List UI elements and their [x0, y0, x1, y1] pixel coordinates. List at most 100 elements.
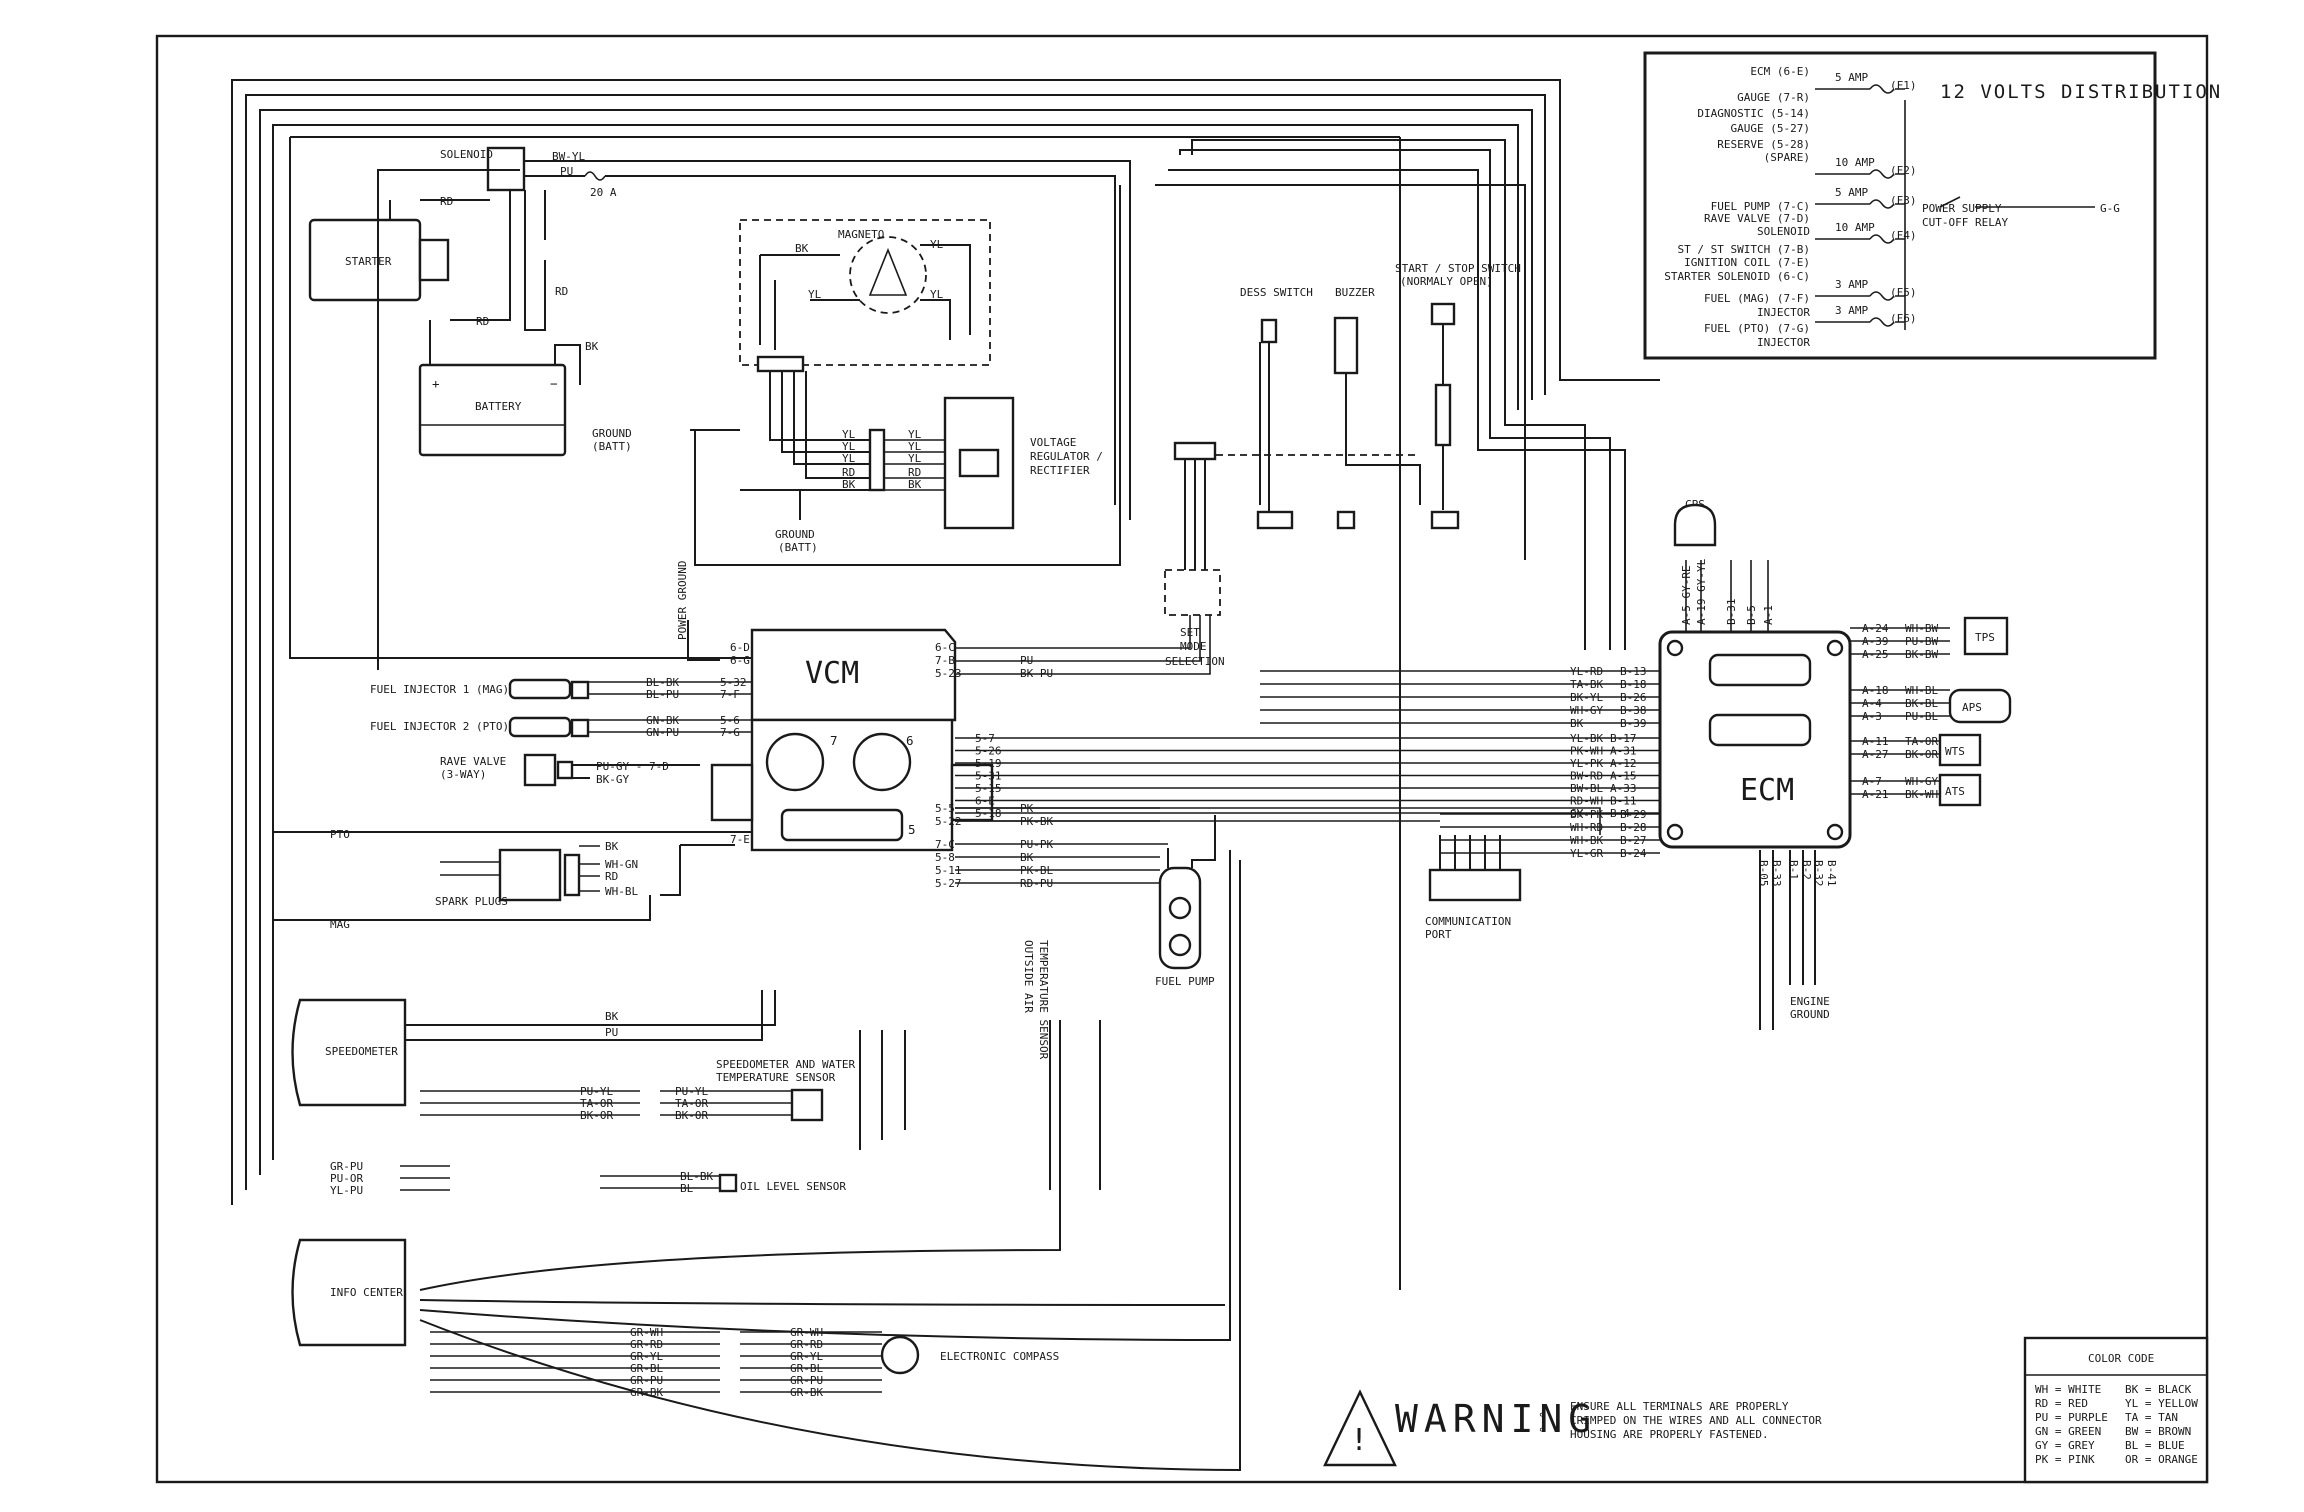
relay-label: POWER SUPPLY: [1922, 202, 2002, 215]
magneto-box: [739, 219, 991, 366]
svg-text:SELECTION: SELECTION: [1165, 655, 1225, 668]
svg-text:APS: APS: [1962, 701, 1982, 714]
fuse-rating: 5 AMP: [1835, 186, 1868, 199]
regulator-wire-in: BK: [842, 478, 856, 491]
warning-title: WARNING: [1395, 1397, 1597, 1441]
color-code-entry: GY = GREY: [2035, 1439, 2095, 1452]
info-wire: PU-OR: [330, 1172, 363, 1185]
svg-text:BW-YL: BW-YL: [552, 150, 585, 163]
svg-text:TEMPERATURE SENSOR: TEMPERATURE SENSOR: [1037, 940, 1050, 1060]
spark-wire: WH-GN: [605, 858, 638, 871]
color-code-entry: GN = GREEN: [2035, 1425, 2101, 1438]
distribution-line: (SPARE): [1764, 151, 1810, 164]
svg-text:(BATT): (BATT): [592, 440, 632, 453]
regulator-wire-in: RD: [842, 466, 855, 479]
distribution-line: GAUGE (7-R): [1737, 91, 1810, 104]
svg-text:GROUND: GROUND: [775, 528, 815, 541]
ecm-bottom-pin: B-33: [1770, 860, 1783, 887]
svg-text:COMMUNICATION: COMMUNICATION: [1425, 915, 1511, 928]
distribution-line: FUEL PUMP (7-C): [1711, 200, 1810, 213]
vcm-label: VCM: [805, 656, 859, 691]
injector2-label: FUEL INJECTOR 2 (PTO): [370, 720, 509, 733]
color-code-entry: YL = YELLOW: [2125, 1397, 2198, 1410]
switches: DESS SWITCH BUZZER START / STOP SWITCH (…: [1164, 262, 1521, 668]
magneto-label: MAGNETO: [838, 228, 884, 241]
svg-text:RD: RD: [555, 285, 568, 298]
color-code-entry: WH = WHITE: [2035, 1383, 2101, 1396]
distribution-title: 12 VOLTS DISTRIBUTION: [1940, 81, 2222, 103]
svg-text:MAG: MAG: [330, 918, 350, 931]
svg-text:POWER GROUND: POWER GROUND: [676, 561, 689, 640]
svg-text:YL: YL: [930, 288, 944, 301]
svg-text:DESS SWITCH: DESS SWITCH: [1240, 286, 1313, 299]
svg-text:(NORMALY OPEN): (NORMALY OPEN): [1400, 275, 1493, 288]
battery: [418, 363, 567, 457]
battery-label: BATTERY: [475, 400, 522, 413]
ecm-bottom-pin: B-32: [1812, 860, 1825, 887]
ecm-bottom-pin: B-1: [1787, 860, 1800, 880]
color-code-entry: OR = ORANGE: [2125, 1453, 2198, 1466]
svg-text:PU-GY - 7-D: PU-GY - 7-D: [596, 760, 669, 773]
regulator-wire-in: YL: [842, 452, 856, 465]
svg-text:6: 6: [906, 733, 914, 748]
svg-text:TEMPERATURE SENSOR: TEMPERATURE SENSOR: [716, 1071, 836, 1084]
svg-text:ELECTRONIC COMPASS: ELECTRONIC COMPASS: [940, 1350, 1059, 1363]
ecm-label: ECM: [1740, 773, 1794, 808]
vcm-low-pin: 7-C: [935, 838, 955, 851]
fuse-rating: 10 AMP: [1835, 156, 1875, 169]
svg-text:FUEL PUMP: FUEL PUMP: [1155, 975, 1215, 988]
svg-text:RAVE VALVE: RAVE VALVE: [440, 755, 506, 768]
svg-text:RECTIFIER: RECTIFIER: [1030, 464, 1090, 477]
svg-text:OUTSIDE AIR: OUTSIDE AIR: [1022, 940, 1035, 1013]
info-wire: GR-PU: [330, 1160, 363, 1173]
svg-text:MODE: MODE: [1180, 640, 1207, 653]
svg-text:ENSURE ALL TERMINALS ARE PROPE: ENSURE ALL TERMINALS ARE PROPERLY: [1570, 1400, 1789, 1413]
diagram-frame: [155, 34, 2209, 1484]
ecm-bottom-pin: B-41: [1825, 860, 1838, 887]
distribution-line: RESERVE (5-28): [1717, 138, 1810, 151]
distribution-line: SOLENOID: [1757, 225, 1810, 238]
distribution-line: INJECTOR: [1757, 336, 1810, 349]
regulator-wire-out: RD: [908, 466, 921, 479]
distribution-line: GAUGE (5-27): [1731, 122, 1810, 135]
spark-wire: WH-BL: [605, 885, 638, 898]
svg-text:BK: BK: [585, 340, 599, 353]
ecm-bottom-pin: B-05: [1757, 860, 1770, 887]
distribution-line: INJECTOR: [1757, 306, 1810, 319]
fuse-rating: 10 AMP: [1835, 221, 1875, 234]
svg-text:PU: PU: [560, 165, 573, 178]
svg-text:ATS: ATS: [1945, 785, 1965, 798]
regulator-wire-in: YL: [842, 440, 856, 453]
svg-text:!: !: [1350, 1423, 1368, 1458]
distribution-line: RAVE VALVE (7-D): [1704, 212, 1810, 225]
svg-text:BK-GY: BK-GY: [596, 773, 629, 786]
svg-text:CRIMPED ON THE WIRES AND ALL C: CRIMPED ON THE WIRES AND ALL CONNECTOR: [1570, 1414, 1822, 1427]
svg-text:BUZZER: BUZZER: [1335, 286, 1375, 299]
color-code-entry: BK = BLACK: [2125, 1383, 2192, 1396]
color-code-entry: TA = TAN: [2125, 1411, 2178, 1424]
communication-port: COMMUNICATION PORT: [1425, 835, 1522, 941]
fuel-pump: FUEL PUMP: [1155, 815, 1216, 988]
distribution-panel: 12 VOLTS DISTRIBUTION ECM (6-E)GAUGE (7-…: [1643, 51, 2222, 360]
svg-text:VOLTAGE: VOLTAGE: [1030, 436, 1076, 449]
svg-text:PTO: PTO: [330, 828, 350, 841]
regulator-wire-in: YL: [842, 428, 856, 441]
vcm-low-pin: 5-11: [935, 864, 962, 877]
vcm-pin: 7-B: [935, 654, 955, 667]
svg-text:YL: YL: [930, 238, 944, 251]
distribution-line: ST / ST SWITCH (7-B): [1678, 243, 1810, 256]
svg-text:(BATT): (BATT): [778, 541, 818, 554]
fuse-rating: 3 AMP: [1835, 304, 1868, 317]
color-code-entry: RD = RED: [2035, 1397, 2088, 1410]
spark-wire: BK: [605, 840, 619, 853]
svg-text:PORT: PORT: [1425, 928, 1452, 941]
distribution-line: FUEL (PTO) (7-G): [1704, 322, 1810, 335]
svg-text:WTS: WTS: [1945, 745, 1965, 758]
svg-text:7: 7: [830, 733, 838, 748]
svg-text:SPEEDOMETER AND WATER: SPEEDOMETER AND WATER: [716, 1058, 855, 1071]
color-code-entry: BW = BROWN: [2125, 1425, 2191, 1438]
vcm-low-pin: 5-22: [935, 815, 962, 828]
